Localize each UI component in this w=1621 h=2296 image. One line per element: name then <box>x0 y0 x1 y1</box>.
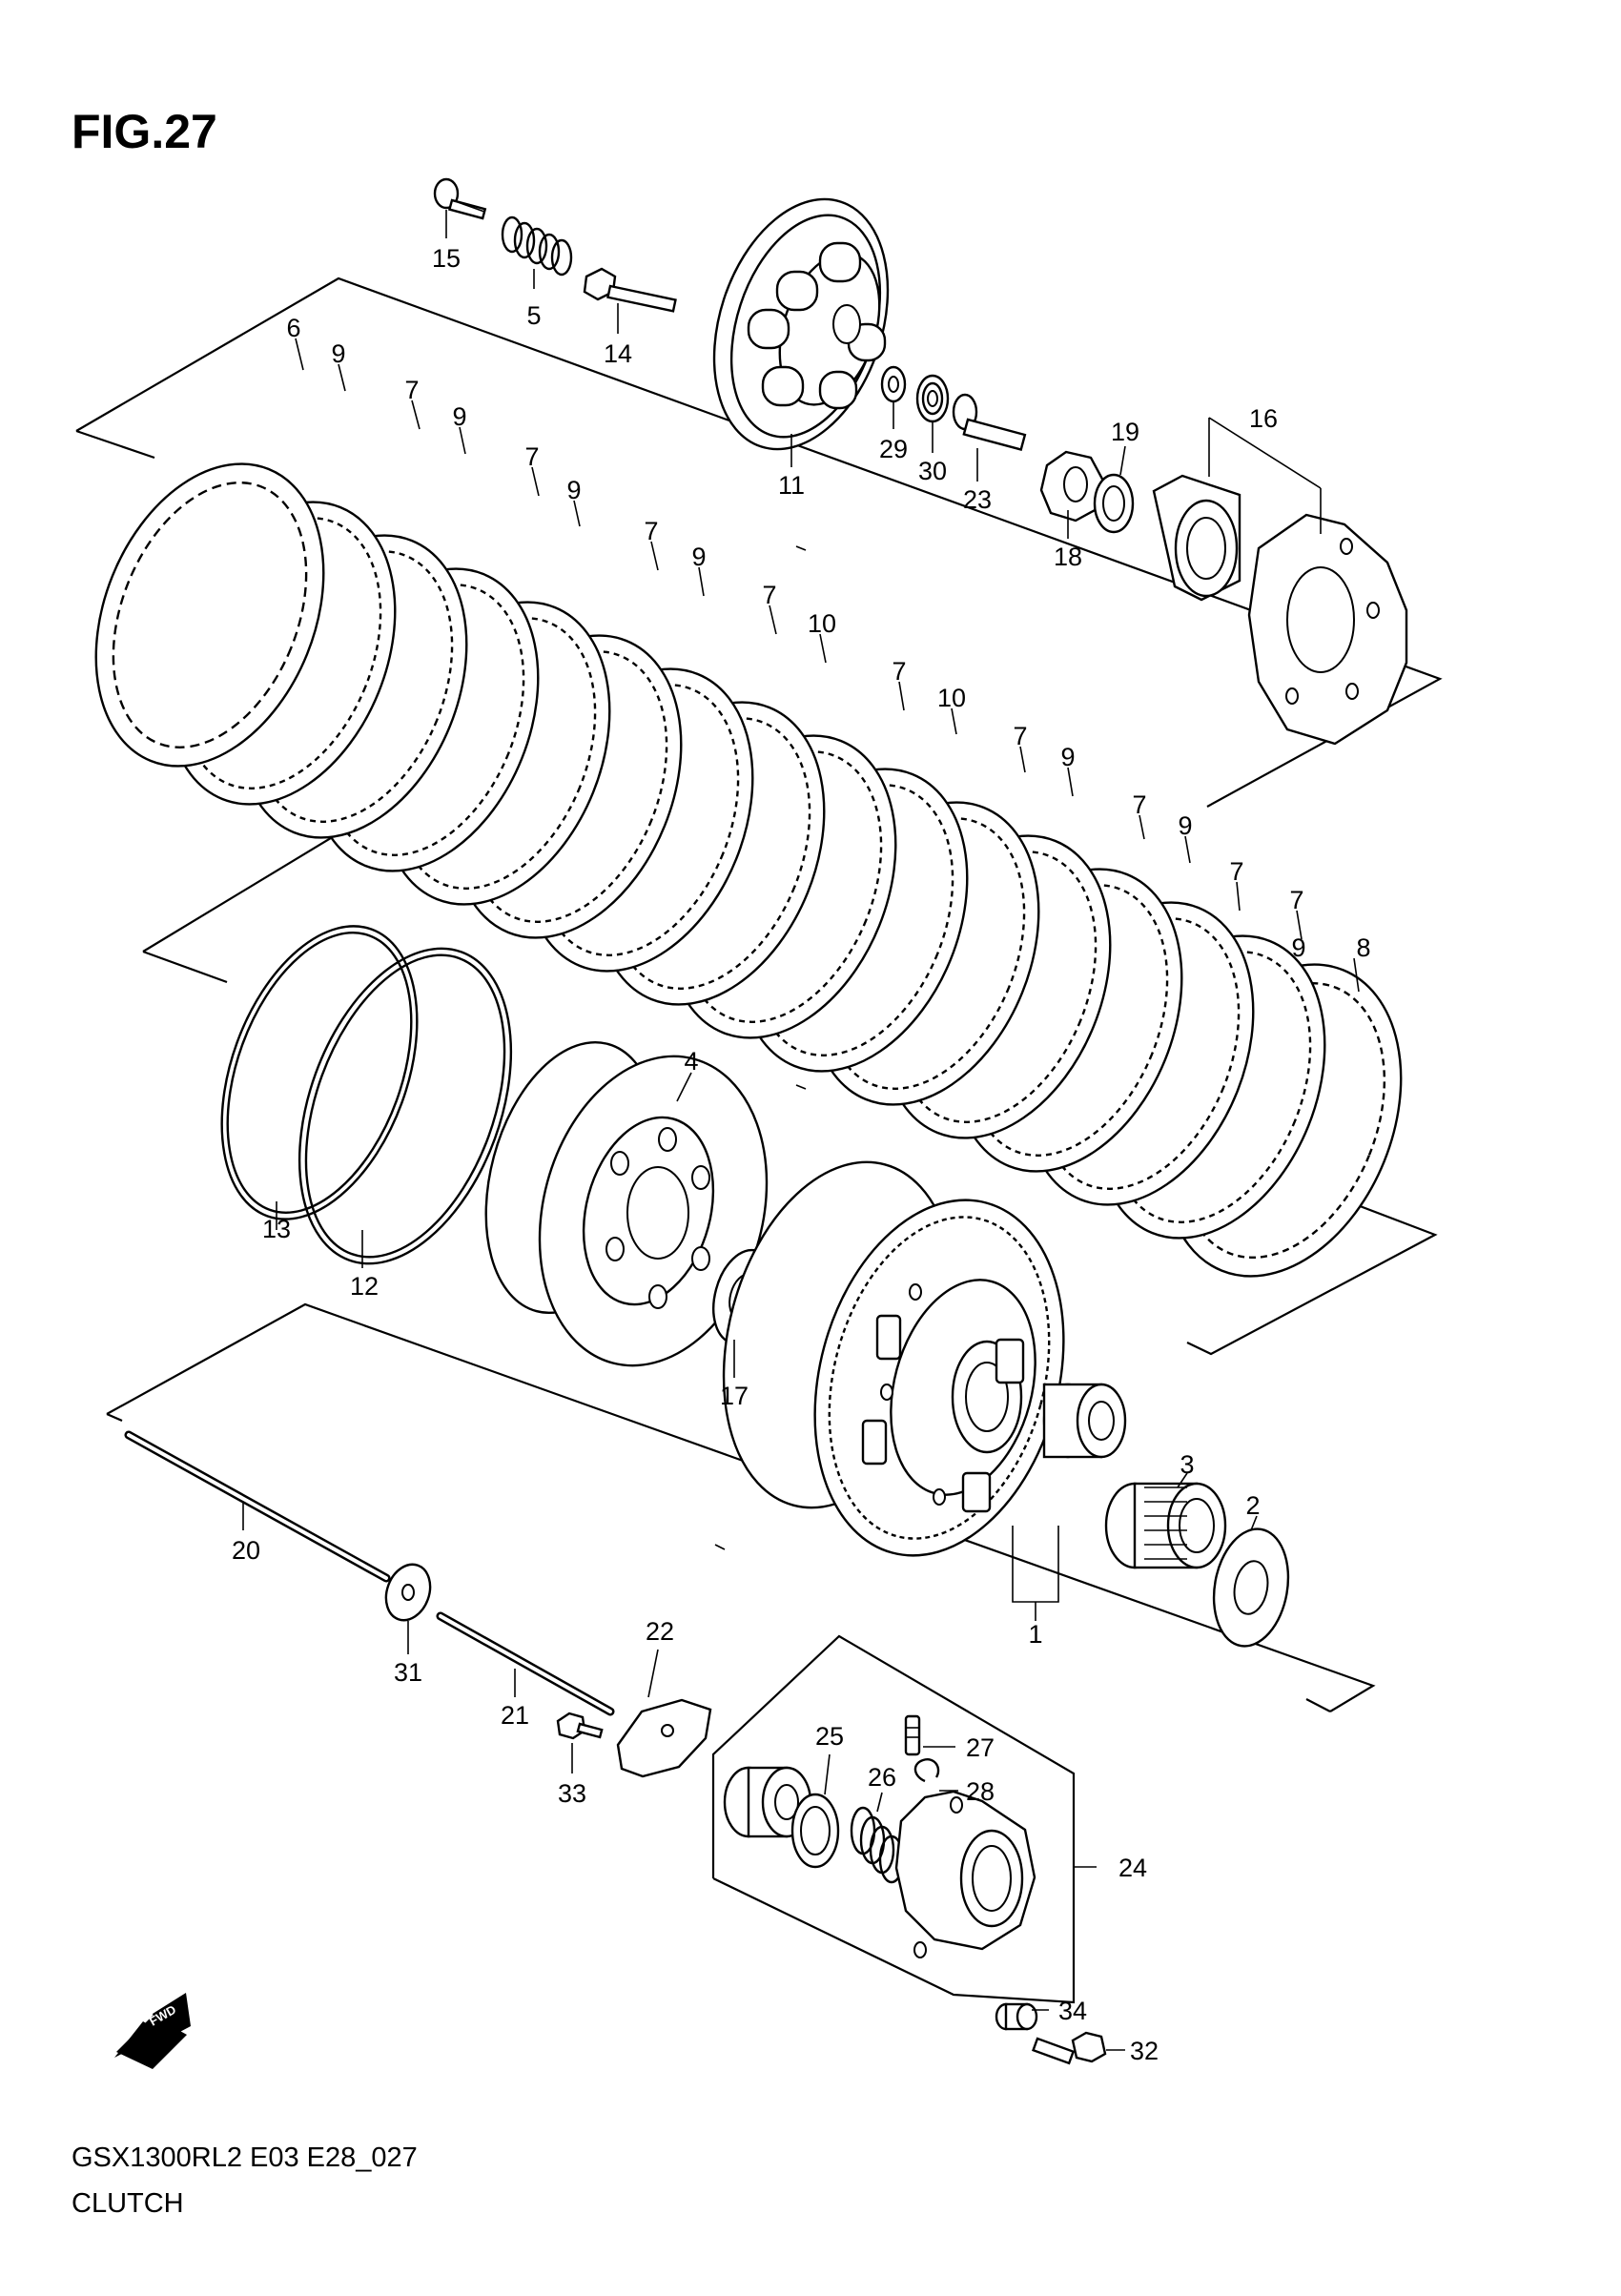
callout-part-21: 21 <box>501 1701 529 1730</box>
spring-part-26 <box>850 1806 905 1884</box>
push-piece-part-23 <box>952 393 1027 451</box>
callout-part-9g: 9 <box>1291 933 1305 962</box>
callout-part-9c: 9 <box>566 476 581 504</box>
diagram-caption: CLUTCH <box>72 2188 184 2219</box>
callout-part-19: 19 <box>1111 418 1139 446</box>
bolt-part-32 <box>1032 2031 1107 2065</box>
callout-part-7f: 7 <box>1013 722 1027 750</box>
housing-frame-left <box>142 950 228 984</box>
callout-part-18: 18 <box>1054 543 1082 571</box>
callout-part-34: 34 <box>1058 1997 1087 2025</box>
axis-break-2 <box>795 1084 807 1090</box>
callout-part-14: 14 <box>604 339 632 368</box>
fwd-arrow-icon: FWD <box>114 1993 191 2069</box>
top-hardware <box>433 177 1408 746</box>
ring-part-12 <box>298 947 513 1265</box>
callout-part-24: 24 <box>1118 1854 1147 1882</box>
callout-part-10a: 10 <box>808 609 836 638</box>
plates-frame-top <box>75 277 1443 808</box>
dowel-part-34 <box>995 2002 1038 2031</box>
rod-frame-right <box>1305 1698 1331 1712</box>
bearing-part-30 <box>915 374 950 423</box>
callout-part-4: 4 <box>684 1047 698 1076</box>
callout-part-20: 20 <box>232 1536 260 1565</box>
rod-frame-left <box>106 1412 123 1423</box>
callout-part-31: 31 <box>394 1658 422 1687</box>
callout-part-9f: 9 <box>1178 811 1192 840</box>
callout-part-9d: 9 <box>691 543 706 571</box>
callout-part-7g: 7 <box>1132 790 1146 819</box>
callout-part-8: 8 <box>1356 933 1370 962</box>
axis-break-3 <box>714 1544 726 1550</box>
callout-part-7e: 7 <box>892 657 906 686</box>
push-rods <box>124 1430 615 1716</box>
cylinder-frame <box>711 1634 1076 2004</box>
pressure-plate-part-11 <box>712 197 890 451</box>
callout-part-32: 32 <box>1130 2037 1159 2065</box>
sleeve-hub-part-4 <box>484 1041 769 1367</box>
bleeder-part-27 <box>904 1714 921 1756</box>
release-cylinder-group <box>723 1714 1036 1958</box>
callout-part-22: 22 <box>646 1617 674 1646</box>
callout-part-33: 33 <box>558 1779 586 1808</box>
bolt-part-14 <box>583 267 677 313</box>
callout-part-27: 27 <box>966 1733 995 1762</box>
callout-part-10b: 10 <box>937 684 966 712</box>
callout-part-9e: 9 <box>1060 743 1075 771</box>
callout-part-3: 3 <box>1180 1450 1194 1479</box>
callout-part-5: 5 <box>526 301 541 330</box>
callout-part-6: 6 <box>286 314 300 342</box>
callout-part-7b: 7 <box>524 442 539 471</box>
model-code: GSX1300RL2 E03 E28_027 <box>72 2142 418 2173</box>
gasket-part-22 <box>616 1698 712 1778</box>
callout-part-7a: 7 <box>404 376 419 404</box>
housing-frame-right <box>1186 1195 1438 1356</box>
callout-part-9a: 9 <box>331 339 345 368</box>
figure-title: FIG.27 <box>72 105 217 158</box>
cap-part-28 <box>913 1758 940 1783</box>
plate-stack <box>94 462 1403 1278</box>
callout-part-23: 23 <box>963 485 992 514</box>
callout-part-28: 28 <box>966 1777 995 1806</box>
callout-part-11: 11 <box>778 471 805 500</box>
callout-part-15: 15 <box>432 244 461 273</box>
callout-part-25: 25 <box>815 1722 844 1751</box>
callout-part-29: 29 <box>879 435 908 463</box>
thrust-washer-part-2 <box>1212 1527 1290 1648</box>
bolt-part-33 <box>556 1712 604 1740</box>
axis-break-1 <box>795 545 807 551</box>
callout-part-30: 30 <box>918 457 947 485</box>
callout-part-2: 2 <box>1245 1491 1260 1520</box>
clutch-housing-part-1 <box>722 1160 1065 1557</box>
spacer-sleeve <box>1042 1383 1127 1459</box>
callout-part-7h: 7 <box>1229 857 1243 886</box>
plates-frame-left <box>75 429 155 460</box>
needle-bearing-part-3 <box>1104 1482 1227 1569</box>
callout-part-26: 26 <box>868 1763 896 1792</box>
callout-labels: 1 2 3 4 5 6 7 7 7 7 7 7 7 7 7 8 9 9 9 9 … <box>232 244 1371 2065</box>
callout-part-7i: 7 <box>1289 886 1303 914</box>
callout-part-17: 17 <box>720 1382 749 1410</box>
callout-part-7d: 7 <box>762 581 776 609</box>
spring-part-5 <box>501 215 573 277</box>
hub-part-16 <box>1152 474 1408 746</box>
ring-part-13 <box>220 925 419 1220</box>
callout-part-7c: 7 <box>644 517 658 545</box>
bolt-part-15 <box>433 177 487 220</box>
rings <box>220 925 513 1265</box>
callout-part-9b: 9 <box>452 402 466 431</box>
leader-lines <box>242 210 1360 2051</box>
callout-part-13: 13 <box>262 1215 291 1243</box>
callout-part-1: 1 <box>1028 1620 1042 1649</box>
callout-part-12: 12 <box>350 1272 379 1301</box>
callout-part-16: 16 <box>1249 404 1278 433</box>
